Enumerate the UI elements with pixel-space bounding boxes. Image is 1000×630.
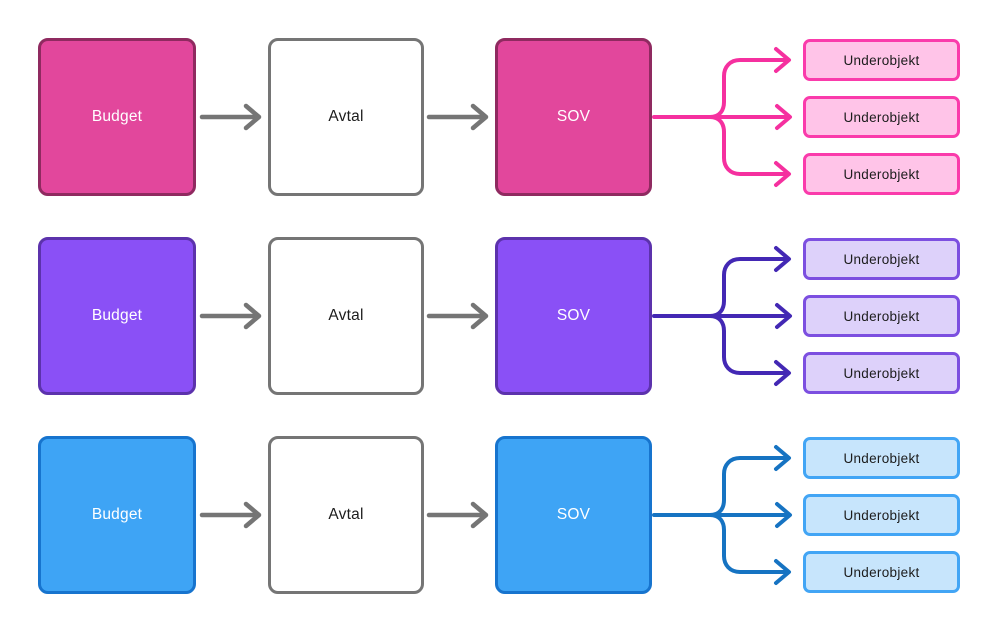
underobjekt-column: Underobjekt Underobjekt Underobjekt — [803, 436, 960, 594]
arrow-right-icon — [426, 501, 489, 529]
fork-connector-icon — [652, 246, 792, 386]
sov-label: SOV — [556, 307, 591, 324]
budget-label: Budget — [91, 108, 143, 125]
fork-connector-icon — [652, 47, 792, 187]
sov-label: SOV — [556, 108, 591, 125]
underobjekt-label: Underobjekt — [843, 507, 920, 523]
budget-node: Budget — [38, 237, 196, 395]
arrow-right-icon — [426, 302, 489, 330]
arrow-right-icon — [426, 103, 489, 131]
underobjekt-label: Underobjekt — [843, 564, 920, 580]
sov-label: SOV — [556, 506, 591, 523]
underobjekt-label: Underobjekt — [843, 450, 920, 466]
underobjekt-column: Underobjekt Underobjekt Underobjekt — [803, 237, 960, 395]
underobjekt-node: Underobjekt — [803, 551, 960, 593]
sov-node: SOV — [495, 38, 652, 196]
budget-node: Budget — [38, 38, 196, 196]
flow-row-blue: Budget Avtal SOV — [38, 436, 960, 594]
avtal-node: Avtal — [268, 237, 424, 395]
budget-node: Budget — [38, 436, 196, 594]
underobjekt-label: Underobjekt — [843, 308, 920, 324]
flow-row-purple: Budget Avtal SOV — [38, 237, 960, 395]
budget-label: Budget — [91, 506, 143, 523]
avtal-node: Avtal — [268, 38, 424, 196]
underobjekt-node: Underobjekt — [803, 295, 960, 337]
avtal-node: Avtal — [268, 436, 424, 594]
sov-node: SOV — [495, 237, 652, 395]
underobjekt-label: Underobjekt — [843, 365, 920, 381]
underobjekt-column: Underobjekt Underobjekt Underobjekt — [803, 38, 960, 196]
avtal-label: Avtal — [328, 307, 364, 324]
underobjekt-node: Underobjekt — [803, 238, 960, 280]
underobjekt-node: Underobjekt — [803, 39, 960, 81]
avtal-label: Avtal — [328, 108, 364, 125]
avtal-label: Avtal — [328, 506, 364, 523]
underobjekt-label: Underobjekt — [843, 52, 920, 68]
underobjekt-label: Underobjekt — [843, 166, 920, 182]
underobjekt-label: Underobjekt — [843, 109, 920, 125]
underobjekt-node: Underobjekt — [803, 153, 960, 195]
fork-connector-icon — [652, 445, 792, 585]
underobjekt-label: Underobjekt — [843, 251, 920, 267]
arrow-right-icon — [199, 103, 262, 131]
budget-label: Budget — [91, 307, 143, 324]
underobjekt-node: Underobjekt — [803, 352, 960, 394]
arrow-right-icon — [199, 501, 262, 529]
arrow-right-icon — [199, 302, 262, 330]
underobjekt-node: Underobjekt — [803, 494, 960, 536]
flow-row-pink: Budget Avtal SOV — [38, 38, 960, 196]
underobjekt-node: Underobjekt — [803, 437, 960, 479]
sov-node: SOV — [495, 436, 652, 594]
underobjekt-node: Underobjekt — [803, 96, 960, 138]
